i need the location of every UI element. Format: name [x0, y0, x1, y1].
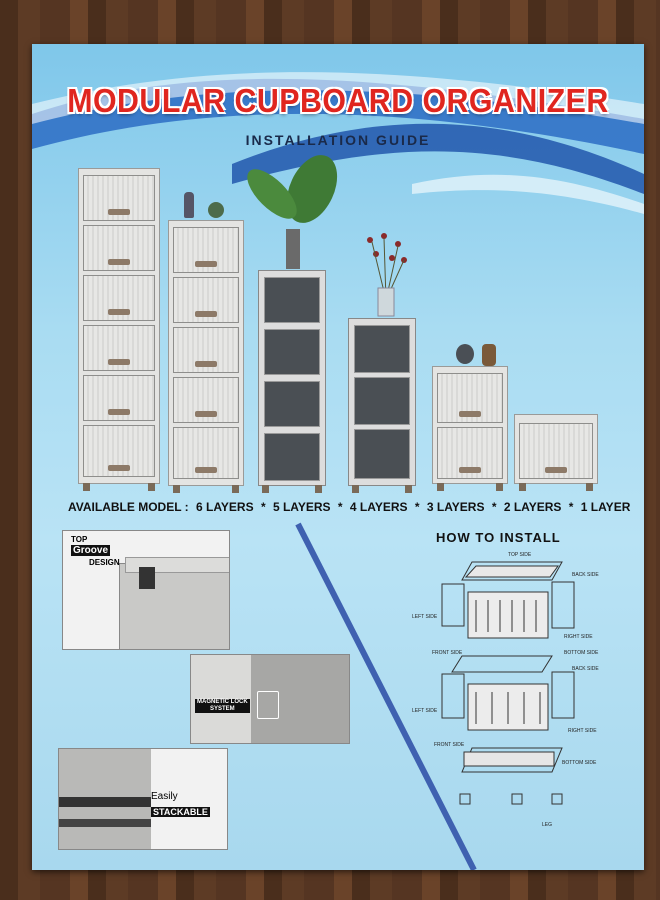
left-side-label-1: LEFT SIDE	[412, 614, 438, 620]
cabinet-1-layer	[514, 414, 598, 491]
photo-magnetic-lock-system: MAGNETIC LOCK SYSTEM	[190, 654, 350, 744]
top-side-label: TOP SIDE	[508, 552, 532, 558]
easily-label: Easily	[151, 791, 178, 802]
model-5-layers: 5 LAYERS	[272, 500, 331, 514]
poster-subtitle: INSTALLATION GUIDE	[245, 132, 431, 148]
top-label: TOP	[71, 535, 88, 544]
separator: *	[568, 500, 574, 514]
model-6-layers: 6 LAYERS	[196, 500, 254, 514]
shelf-3-layers	[348, 318, 416, 493]
blue-swoosh-decoration	[32, 72, 644, 214]
front-side-label-2: FRONT SIDE	[434, 742, 465, 748]
cabinet-5-layers	[168, 220, 244, 493]
separator: *	[414, 500, 420, 514]
separator: *	[491, 500, 497, 514]
figurine-decoration	[482, 344, 496, 366]
leg-label: LEG	[542, 822, 553, 828]
cabinet-2-layers	[432, 366, 508, 491]
diagonal-stripe	[295, 522, 477, 870]
bottom-side-label-2: BOTTOM SIDE	[562, 760, 597, 766]
flower-vase-decoration	[367, 233, 407, 317]
back-side-label-2: BACK SIDE	[572, 666, 599, 672]
vase-decoration	[184, 192, 194, 218]
front-side-label-1: FRONT SIDE	[432, 650, 463, 656]
model-2-layers: 2 LAYERS	[503, 500, 562, 514]
shelf-4-layers	[258, 270, 326, 493]
system-text: SYSTEM	[210, 706, 235, 712]
installation-diagram	[441, 561, 575, 805]
small-plant-decoration	[208, 202, 224, 218]
photo-top-groove-design: TOP Groove DESIGN	[62, 530, 230, 650]
separator: *	[260, 500, 266, 514]
how-to-install-heading: HOW TO INSTALL	[436, 530, 561, 545]
model-4-layers: 4 LAYERS	[349, 500, 408, 514]
groove-label: Groove	[71, 545, 111, 556]
model-1-layer: 1 LAYER	[580, 500, 631, 514]
stackable-label: STACKABLE	[151, 807, 210, 817]
round-vase-decoration	[456, 344, 474, 364]
cabinet-6-layers	[78, 168, 160, 491]
model-3-layers: 3 LAYERS	[426, 500, 485, 514]
models-prefix: AVAILABLE MODEL :	[68, 500, 189, 514]
plant-decoration	[247, 155, 338, 269]
photo-easily-stackable: Easily STACKABLE	[58, 748, 228, 850]
poster: MODULAR CUPBOARD ORGANIZER INSTALLATION …	[32, 44, 644, 870]
magnetic-lock-label: MAGNETIC LOCK SYSTEM	[195, 699, 250, 713]
poster-title: MODULAR CUPBOARD ORGANIZER	[67, 82, 609, 119]
back-side-label-1: BACK SIDE	[572, 572, 599, 578]
separator: *	[337, 500, 343, 514]
right-side-label-1: RIGHT SIDE	[564, 634, 593, 640]
available-models-line: AVAILABLE MODEL : 6 LAYERS * 5 LAYERS * …	[68, 500, 634, 514]
design-label: DESIGN	[89, 558, 120, 567]
left-side-label-2: LEFT SIDE	[412, 708, 438, 714]
right-side-label-2: RIGHT SIDE	[568, 728, 597, 734]
bottom-side-label-1: BOTTOM SIDE	[564, 650, 599, 656]
magnetic-lock-text: MAGNETIC LOCK	[197, 699, 248, 705]
